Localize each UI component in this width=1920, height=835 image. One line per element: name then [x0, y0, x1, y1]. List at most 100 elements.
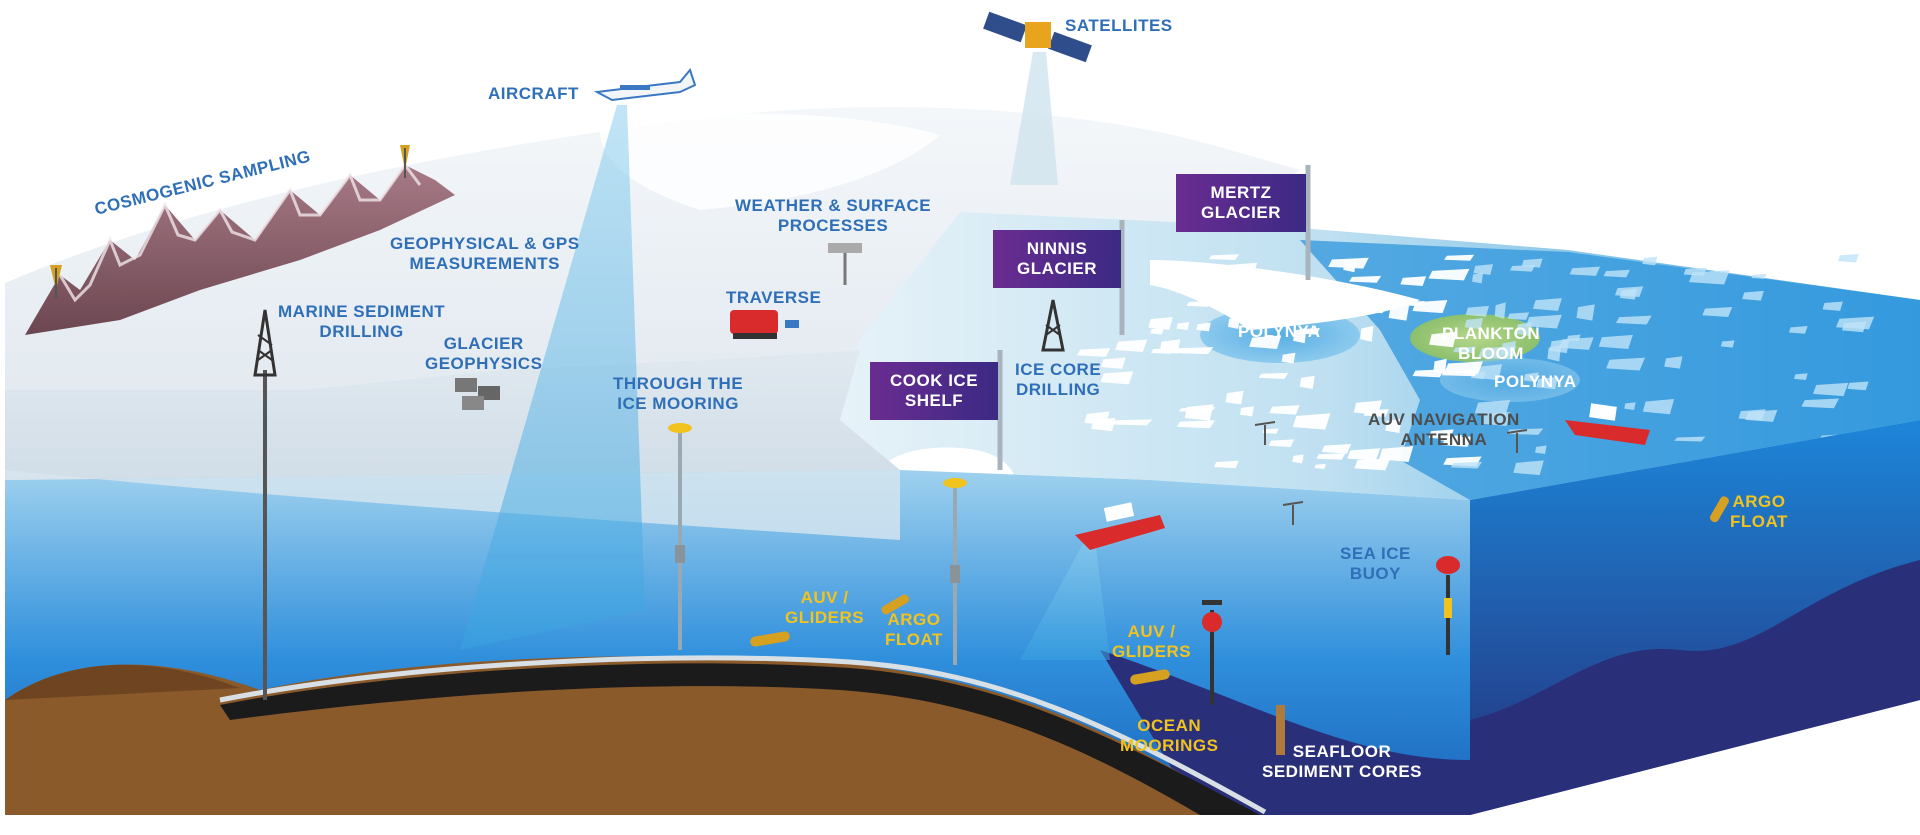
ice-floe: [1513, 460, 1544, 476]
ice-floe: [1720, 340, 1735, 348]
ice-floe: [1258, 372, 1289, 379]
label-auv-navigation-antenna: AUV NAVIGATION ANTENNA: [1368, 410, 1520, 449]
sea-ice-floes: [1076, 253, 1875, 476]
ice-floe: [1507, 312, 1530, 320]
label-sea-ice-buoy: SEA ICE BUOY: [1340, 544, 1411, 583]
flag-poles: [997, 165, 1311, 470]
ice-floe: [1292, 454, 1304, 464]
deep-ridge: [1470, 560, 1920, 815]
antenna-icon: [1254, 421, 1528, 525]
seafloor-surface: [5, 664, 240, 700]
ice-floe: [1354, 458, 1391, 471]
ice-floe: [1606, 357, 1645, 371]
ice-floe: [1100, 371, 1134, 385]
snow-vehicle-icon: [730, 310, 799, 339]
ice-floe: [1100, 357, 1126, 369]
ice-floe: [1688, 270, 1730, 285]
ice-floe: [1559, 337, 1594, 350]
ice-floe: [1481, 411, 1511, 427]
ice-floe: [1523, 372, 1539, 383]
ice-floe: [1412, 369, 1445, 378]
ice-floe: [1847, 381, 1869, 391]
ice-floe: [1281, 352, 1296, 364]
label-weather-surface: WEATHER & SURFACE PROCESSES: [735, 196, 932, 235]
ice-floe: [1298, 327, 1320, 335]
ice-floe: [1794, 373, 1808, 380]
ice-floe: [1428, 268, 1470, 281]
ice-floe: [1349, 275, 1382, 283]
argo-float-icon: [881, 496, 1729, 615]
ice-floe: [1262, 428, 1279, 434]
satellite-icon: [983, 11, 1092, 63]
ice-floe: [1184, 404, 1214, 421]
ice-floe: [1615, 315, 1652, 325]
ice-floe: [1172, 347, 1214, 355]
ice-floe: [1751, 273, 1767, 279]
ice-floe: [1642, 256, 1658, 266]
ice-floe: [1474, 364, 1503, 381]
ice-floe: [1509, 264, 1536, 272]
label-polynya-1: POLYNYA: [1238, 322, 1321, 341]
ice-floe: [1076, 348, 1111, 357]
flag-ninnis-glacier: NINNIS GLACIER: [993, 230, 1121, 288]
satellite-beam: [1010, 52, 1058, 185]
ice-floe: [1598, 334, 1633, 350]
seafloor-dark-layer: [220, 663, 1260, 815]
ice-floe: [1360, 325, 1374, 342]
ice-floe: [1624, 402, 1636, 410]
label-plankton-bloom: PLANKTON BLOOM: [1442, 324, 1541, 363]
ice-floe: [1664, 356, 1683, 369]
ice-floe: [1353, 400, 1382, 415]
ice-floe: [1115, 339, 1148, 353]
ice-floe: [1838, 253, 1859, 263]
ice-floe: [1813, 382, 1849, 397]
ice-floe: [1478, 345, 1517, 360]
ice-floe: [1535, 445, 1547, 454]
label-geophysical-gps: GEOPHYSICAL & GPS MEASUREMENTS: [390, 234, 580, 273]
label-ice-core-drilling: ICE CORE DRILLING: [1015, 360, 1102, 399]
ice-floe: [1472, 272, 1484, 284]
ice-floe: [1536, 376, 1558, 390]
ice-floe: [1412, 300, 1448, 314]
ice-floe: [1151, 347, 1174, 354]
label-argo-float-right: ARGO FLOAT: [1730, 492, 1788, 531]
ice-floe: [1494, 302, 1506, 319]
label-argo-float-mid: ARGO FLOAT: [885, 610, 943, 649]
ice-floe: [1674, 436, 1706, 442]
ice-floe: [1314, 463, 1326, 469]
ice-floe: [1429, 331, 1457, 348]
ice-floe: [1702, 306, 1733, 317]
ice-floe: [1444, 254, 1475, 261]
ice-floe: [1474, 399, 1511, 416]
label-auv-gliders-2: AUV / GLIDERS: [1112, 622, 1192, 661]
ice-floe: [1532, 298, 1562, 311]
ice-floe: [1343, 258, 1357, 273]
ice-floe: [1576, 304, 1595, 321]
ice-floe: [1269, 405, 1300, 415]
ice-floe: [1239, 406, 1255, 417]
ice-core-drill-icon: [1041, 299, 1065, 352]
flag-cook-ice-shelf: COOK ICE SHELF: [870, 362, 998, 420]
aircraft-icon: [593, 67, 697, 102]
ice-floe: [1316, 453, 1346, 460]
ice-floe: [1547, 344, 1562, 362]
ice-floe: [1110, 419, 1153, 426]
ice-floe: [1464, 318, 1484, 330]
ice-floe: [1321, 444, 1352, 454]
ice-floe: [1292, 413, 1331, 430]
through-ice-mooring-icon: [668, 423, 967, 665]
label-seafloor-sediment-cores: SEAFLOOR SEDIMENT CORES: [1262, 742, 1423, 781]
ice-floe: [1603, 269, 1630, 278]
mountain-snow: [58, 162, 422, 303]
label-glacier-geophysics: GLACIER GEOPHYSICS: [425, 334, 543, 373]
ship-sonar-beam: [1020, 540, 1110, 660]
ice-floe: [1150, 327, 1164, 335]
ice-floe: [1225, 390, 1244, 405]
seafloor-light-layer: [219, 655, 1267, 815]
ice-floe: [1208, 254, 1240, 261]
sea-ice-buoy-icon: [1436, 556, 1460, 655]
ice-floe: [1569, 266, 1601, 276]
drill-rig-icon: [253, 309, 277, 700]
ice-shelf-underside: [5, 470, 900, 540]
